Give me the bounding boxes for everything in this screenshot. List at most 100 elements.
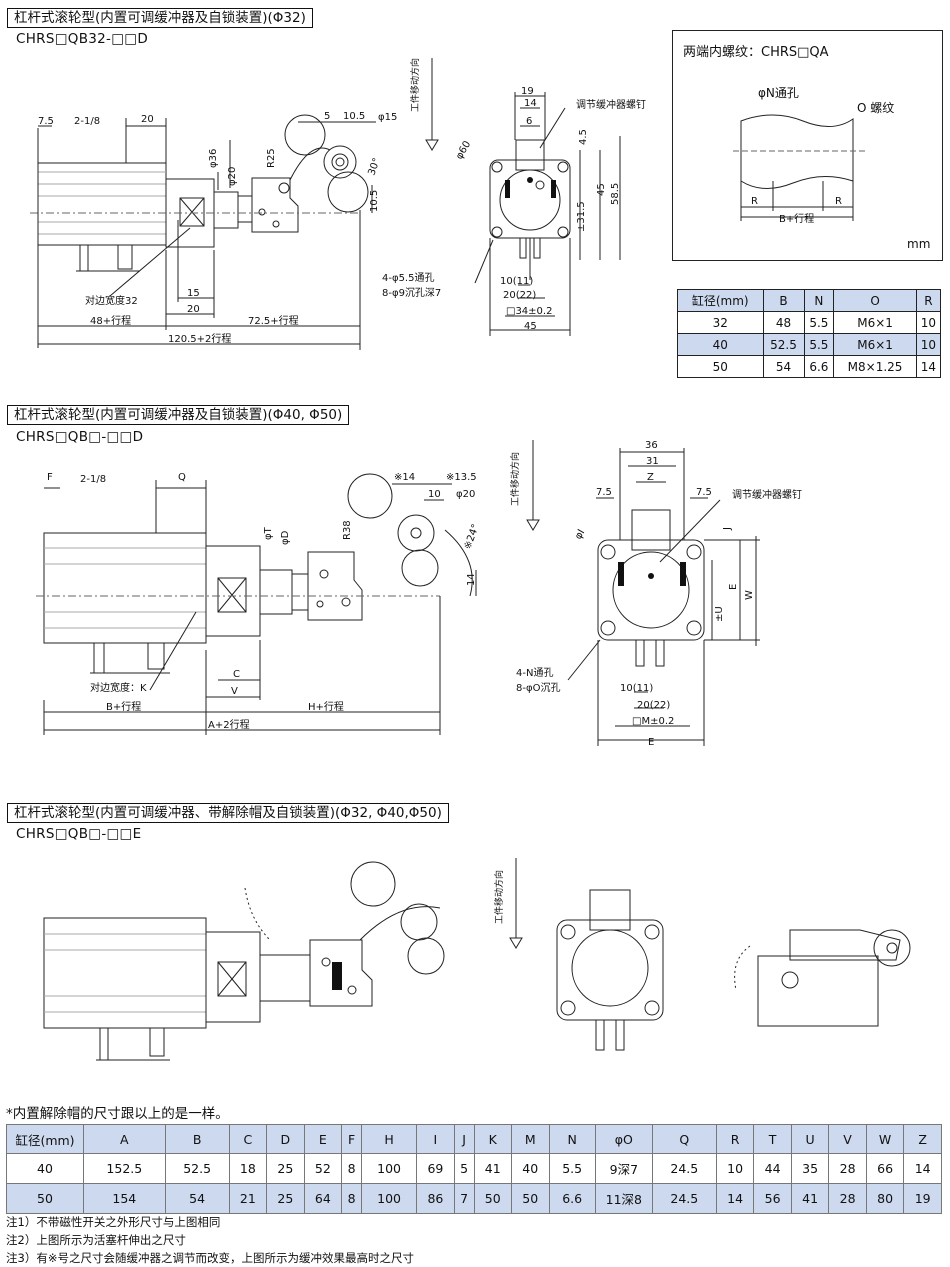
dim-phi15: φ15	[378, 112, 397, 123]
s2-dim-14b: 14	[466, 573, 477, 586]
flat-label-2: 对边宽度：K	[90, 681, 147, 694]
table-cell: 54	[164, 1183, 230, 1214]
side1-dim-10-11: 10(11)	[500, 276, 533, 287]
s2-side-e: E	[728, 584, 739, 590]
table-header-row: 缸径(mm) A B C D E F H I J K M N φO Q R T …	[6, 1124, 942, 1154]
direction-3: 工件移动方向	[493, 870, 505, 924]
table-cell: 50	[473, 1183, 512, 1214]
table-cell: 66	[865, 1153, 905, 1184]
header-cell: φO	[594, 1124, 653, 1154]
table-cell: 25	[266, 1183, 305, 1214]
s2-dim-13-5: ※13.5	[446, 472, 477, 483]
s2-side-7-5b: 7.5	[696, 487, 712, 498]
table-cell: 56	[753, 1183, 792, 1214]
s2-side-m: □M±0.2	[632, 716, 674, 727]
side1-dim-19: 19	[521, 86, 534, 97]
table-cell: 8	[341, 1153, 362, 1184]
dim-72-5: 72.5+行程	[248, 314, 299, 327]
s2-dim-10: 10	[428, 489, 441, 500]
side1-hole-2: 8-φ9沉孔深7	[382, 286, 441, 299]
s2-side-e2: E	[648, 737, 654, 748]
table-cell: 7	[453, 1183, 475, 1214]
thread-detail-box: 两端内螺纹：CHRS□QA φN通孔 O 螺纹 R R B+行程 mm	[672, 30, 943, 261]
s2-hole-2: 8-φO沉孔	[516, 681, 560, 694]
s2-dim-phi20: φ20	[456, 489, 475, 500]
table-cell: 35	[790, 1153, 830, 1184]
thread-unit: mm	[907, 237, 931, 251]
table-cell: M8×1.25	[833, 355, 917, 378]
side1-dim-6: 6	[526, 116, 532, 127]
table-cell: 54	[762, 355, 805, 378]
flat-label-1: 对边宽度32	[85, 294, 138, 307]
direction-1: 工件移动方向	[409, 58, 421, 112]
table-cell: 8	[341, 1183, 362, 1214]
footnotes: 注1）不带磁性开关之外形尺寸与上图相同 注2）上图所示为活塞杆伸出之尺寸 注3）…	[6, 1213, 414, 1267]
thread-drawing	[733, 114, 868, 221]
side1-dim-31-5: ±31.5	[576, 201, 587, 232]
s2-dim-a: A+2行程	[208, 718, 250, 731]
s2-dim-q: Q	[178, 472, 186, 483]
table-cell: 5.5	[548, 1153, 596, 1184]
table-row: 40 152.5 52.5 18 25 52 8 100 69 5 41 40 …	[6, 1153, 942, 1184]
note-3: 注3）有※号之尺寸会随缓冲器之调节而改变，上图所示为缓冲效果最高时之尺寸	[6, 1251, 414, 1265]
header-cell: M	[511, 1124, 550, 1154]
dim-10-5b: 10.5	[369, 190, 380, 212]
s2-side-w: W	[744, 590, 755, 600]
note-2: 注2）上图所示为活塞杆伸出之尺寸	[6, 1233, 186, 1247]
table-cell: 100	[360, 1153, 418, 1184]
thread-r-left: R	[751, 196, 758, 207]
s2-dim-h: H+行程	[308, 700, 344, 713]
table-cell: 14	[903, 1153, 942, 1184]
table-cell: 24.5	[651, 1153, 717, 1184]
dim-phi36: φ36	[208, 149, 219, 168]
side1-dim-34: □34±0.2	[506, 306, 552, 317]
s2-dim-b: B+行程	[106, 700, 141, 713]
header-cell: W	[865, 1124, 905, 1154]
s2-side-j: J	[722, 527, 733, 531]
header-cell: 缸径(mm)	[6, 1124, 84, 1154]
table-cell: 21	[228, 1183, 268, 1214]
table-row: 50 154 54 21 25 64 8 100 86 7 50 50 6.6 …	[6, 1183, 942, 1214]
dim-20: 20	[141, 114, 154, 125]
table-cell: 6.6	[548, 1183, 596, 1214]
dim-48: 48+行程	[90, 314, 131, 327]
header-cell: Z	[903, 1124, 942, 1154]
small-table-header: R	[915, 289, 942, 312]
dim-r25: R25	[266, 148, 277, 168]
s2-dim-c: C	[233, 669, 240, 680]
table-cell: 5.5	[803, 311, 835, 334]
thread-box-title: 两端内螺纹：CHRS□QA	[683, 45, 829, 60]
table-cell: 50	[677, 355, 764, 378]
s2-dim-r38: R38	[342, 520, 353, 540]
table-cell: 41	[790, 1183, 830, 1214]
s2-side-31: 31	[646, 456, 659, 467]
side1-dim-20-22: 20(22)	[503, 290, 536, 301]
section3-model: CHRS□QB□-□□E	[16, 826, 142, 842]
s2-dim-phid: φD	[280, 530, 291, 545]
header-cell: T	[753, 1124, 792, 1154]
header-cell: U	[790, 1124, 830, 1154]
s2-hole-1: 4-N通孔	[516, 667, 553, 679]
table-cell: 52.5	[762, 333, 805, 356]
table-cell: 154	[83, 1183, 166, 1214]
note-head: *内置解除帽的尺寸跟以上的是一样。	[6, 1106, 229, 1122]
small-table-header: 缸径(mm)	[677, 289, 764, 312]
table-cell: 50	[511, 1183, 550, 1214]
s2-dim-14: ※14	[394, 472, 415, 483]
s2-side-z: Z	[647, 472, 654, 483]
dim-10-5: 10.5	[343, 111, 365, 122]
table-cell: 11深8	[594, 1183, 653, 1214]
table-cell: 10	[915, 333, 942, 356]
section3-title: 杠杆式滚轮型(内置可调缓冲器、带解除帽及自锁装置)(Φ32, Φ40,Φ50)	[7, 803, 449, 823]
side1-dim-45: 45	[596, 183, 607, 196]
table-cell: 10	[715, 1153, 755, 1184]
small-table-header: O	[833, 289, 917, 312]
table-cell: 19	[903, 1183, 942, 1214]
header-cell: V	[828, 1124, 867, 1154]
header-cell: K	[473, 1124, 512, 1154]
header-cell: C	[228, 1124, 268, 1154]
